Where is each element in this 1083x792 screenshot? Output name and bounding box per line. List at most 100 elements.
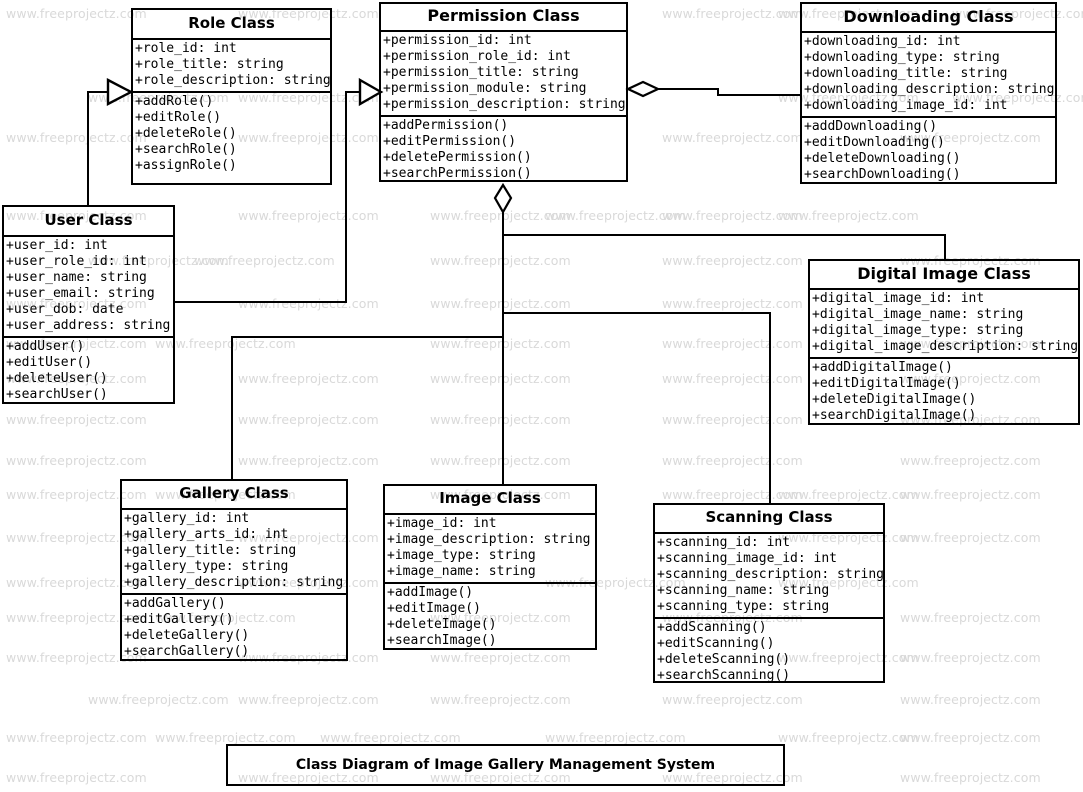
uml-attribute-row: +digital_image_id: int [812,291,985,306]
uml-method-row[interactable]: +addPermission() [383,118,509,133]
uml-method-row[interactable]: +searchRole() [135,142,237,157]
uml-attribute-row: +image_type: string [387,548,536,563]
uml-attribute-row: +image_name: string [387,564,536,579]
uml-attribute-row: +user_email: string [6,286,155,301]
uml-method-row[interactable]: +addScanning() [657,620,767,635]
connector-user-to-role [86,90,108,205]
uml-method-row[interactable]: +searchUser() [6,387,108,402]
uml-attributes-role: +role_id: int+role_title: string+role_de… [133,40,331,93]
uml-attribute-row: +downloading_description: string [804,82,1055,97]
uml-attribute-row: +downloading_type: string [804,50,1000,65]
uml-attribute-row: +permission_id: int [383,33,532,48]
uml-attributes-user: +user_id: int+user_role_id: int+user_nam… [4,237,173,338]
uml-class-box-gallery[interactable]: Gallery Class+gallery_id: int+gallery_ar… [120,479,348,661]
uml-method-row[interactable]: +searchDownloading() [804,167,961,182]
uml-attribute-row: +user_dob: date [6,302,124,317]
uml-attribute-row: +permission_title: string [383,65,579,80]
uml-method-row[interactable]: +deleteScanning() [657,652,791,667]
uml-attribute-row: +role_description: string [135,73,331,88]
uml-method-row[interactable]: +addDigitalImage() [812,360,953,375]
uml-method-row[interactable]: +addImage() [387,585,474,600]
uml-method-row[interactable]: +searchImage() [387,633,497,648]
connector-permission-to-scanning [503,311,772,503]
uml-attribute-row: +downloading_id: int [804,34,961,49]
uml-method-row[interactable]: +editPermission() [383,134,517,149]
uml-class-title-gallery: Gallery Class [122,481,346,510]
uml-method-row[interactable]: +addGallery() [124,596,226,611]
uml-method-row[interactable]: +editImage() [387,601,481,616]
uml-attribute-row: +downloading_image_id: int [804,98,1008,113]
uml-class-box-permission[interactable]: Permission Class+permission_id: int+perm… [379,2,628,182]
connector-permission-to-gallery [230,335,503,479]
uml-method-row[interactable]: +deleteGallery() [124,628,250,643]
uml-attribute-row: +user_id: int [6,238,108,253]
uml-attribute-row: +gallery_type: string [124,559,289,574]
uml-attribute-row: +gallery_arts_id: int [124,527,289,542]
uml-class-box-role[interactable]: Role Class+role_id: int+role_title: stri… [131,8,332,185]
uml-methods-image: +addImage()+editImage()+deleteImage()+se… [385,584,595,651]
uml-method-row[interactable]: +deleteDigitalImage() [812,392,977,407]
uml-attributes-permission: +permission_id: int+permission_role_id: … [381,32,626,117]
uml-method-row[interactable]: +searchDigitalImage() [812,408,977,423]
generalization-arrowhead-permission [358,77,384,107]
generalization-arrowhead-role [106,78,134,106]
uml-method-row[interactable]: +searchScanning() [657,668,791,683]
uml-attribute-row: +scanning_id: int [657,535,791,550]
uml-method-row[interactable]: +deleteUser() [6,371,108,386]
uml-class-title-user: User Class [4,207,173,237]
uml-class-title-image: Image Class [385,486,595,515]
uml-class-title-role: Role Class [133,10,330,40]
uml-attribute-row: +image_id: int [387,516,497,531]
uml-method-row[interactable]: +searchPermission() [383,166,532,181]
uml-class-title-scanning: Scanning Class [655,505,883,534]
uml-attributes-downloading: +downloading_id: int+downloading_type: s… [802,33,1055,118]
uml-method-row[interactable]: +editGallery() [124,612,234,627]
uml-attribute-row: +permission_role_id: int [383,49,571,64]
uml-class-title-permission: Permission Class [381,4,626,32]
uml-method-row[interactable]: +deleteDownloading() [804,151,961,166]
uml-method-row[interactable]: +editDownloading() [804,135,945,150]
uml-class-box-image[interactable]: Image Class+image_id: int+image_descript… [383,484,597,650]
uml-attributes-gallery: +gallery_id: int+gallery_arts_id: int+ga… [122,510,346,595]
uml-attribute-row: +user_role_id: int [6,254,147,269]
uml-attributes-digital_image: +digital_image_id: int+digital_image_nam… [810,290,1078,359]
uml-class-box-scanning[interactable]: Scanning Class+scanning_id: int+scanning… [653,503,885,683]
uml-method-row[interactable]: +editUser() [6,355,93,370]
uml-method-row[interactable]: +editDigitalImage() [812,376,961,391]
uml-attribute-row: +scanning_description: string [657,567,884,582]
uml-method-row[interactable]: +addDownloading() [804,119,938,134]
uml-method-row[interactable]: +addUser() [6,339,85,354]
uml-methods-role: +addRole()+editRole()+deleteRole()+searc… [133,93,330,176]
uml-method-row[interactable]: +deletePermission() [383,150,532,165]
uml-methods-scanning: +addScanning()+editScanning()+deleteScan… [655,619,883,686]
uml-class-box-digital_image[interactable]: Digital Image Class+digital_image_id: in… [808,259,1080,425]
uml-method-row[interactable]: +editRole() [135,110,222,125]
uml-methods-user: +addUser()+editUser()+deleteUser()+searc… [4,338,173,405]
uml-method-row[interactable]: +addRole() [135,94,214,109]
diagram-caption-text: Class Diagram of Image Gallery Managemen… [295,757,716,773]
uml-method-row[interactable]: +searchGallery() [124,644,250,659]
uml-attributes-image: +image_id: int+image_description: string… [385,515,595,584]
uml-attribute-row: +permission_description: string [383,97,626,112]
uml-attribute-row: +scanning_image_id: int [657,551,838,566]
uml-method-row[interactable]: +editScanning() [657,636,775,651]
uml-attribute-row: +image_description: string [387,532,591,547]
uml-class-box-user[interactable]: User Class+user_id: int+user_role_id: in… [2,205,175,404]
uml-attribute-row: +downloading_title: string [804,66,1008,81]
uml-attribute-row: +digital_image_type: string [812,323,1024,338]
uml-class-box-downloading[interactable]: Downloading Class+downloading_id: int+do… [800,2,1057,184]
uml-attribute-row: +role_title: string [135,57,284,72]
uml-attribute-row: +scanning_name: string [657,583,830,598]
uml-attribute-row: +gallery_description: string [124,575,344,590]
uml-attributes-scanning: +scanning_id: int+scanning_image_id: int… [655,534,884,619]
connector-user-to-permission [175,90,360,304]
uml-method-row[interactable]: +assignRole() [135,158,237,173]
uml-attribute-row: +user_name: string [6,270,147,285]
uml-method-row[interactable]: +deleteRole() [135,126,237,141]
uml-attribute-row: +gallery_title: string [124,543,297,558]
connector-permission-to-digital-image [503,233,947,259]
aggregation-diamond-permission-spine [493,182,513,215]
uml-method-row[interactable]: +deleteImage() [387,617,497,632]
